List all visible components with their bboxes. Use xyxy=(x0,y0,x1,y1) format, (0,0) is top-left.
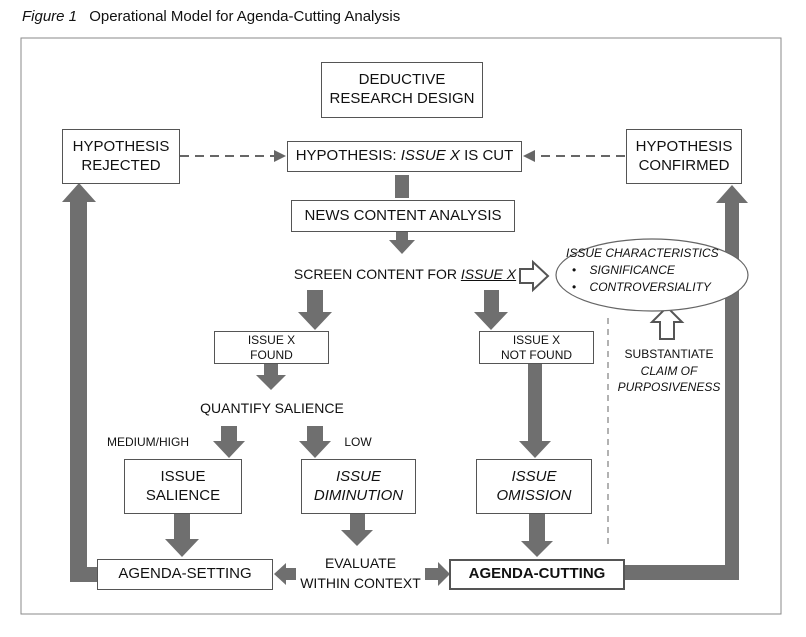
issue-omission-box: ISSUE OMISSION xyxy=(476,459,592,514)
hypothesis-rejected-box: HYPOTHESIS REJECTED xyxy=(62,129,180,184)
not-found-line-2: NOT FOUND xyxy=(500,347,573,362)
agenda-setting-text: AGENDA-SETTING xyxy=(118,565,252,583)
hyp-rejected-line-1: HYPOTHESIS xyxy=(72,137,170,155)
arrow-agendasetting-to-rejected xyxy=(62,183,97,582)
low-label: LOW xyxy=(340,433,376,451)
screen-prefix: SCREEN CONTENT FOR xyxy=(293,266,461,283)
issue-not-found-box: ISSUE X NOT FOUND xyxy=(479,331,594,364)
news-content-label: NEWS CONTENT ANALYSIS xyxy=(304,206,502,224)
issue-diminution-box: ISSUE DIMINUTION xyxy=(301,459,416,514)
quantify-salience-label: QUANTIFY SALIENCE xyxy=(190,398,354,420)
arrow-screen-to-found xyxy=(298,290,332,330)
hypothesis-box: HYPOTHESIS: ISSUE X IS CUT xyxy=(287,141,522,172)
characteristics-item-controversiality: • CONTROVERSIALITY xyxy=(572,280,711,294)
figure-title: Operational Model for Agenda-Cutting Ana… xyxy=(89,8,401,25)
deductive-line-1: DEDUCTIVE xyxy=(358,71,446,89)
hypothesis-suffix: IS CUT xyxy=(459,147,514,165)
substantiate-line-1: SUBSTANTIATE xyxy=(624,346,714,361)
diminution-line-1: ISSUE xyxy=(335,467,381,485)
deductive-research-design-box: DEDUCTIVE RESEARCH DESIGN xyxy=(321,62,483,118)
hypothesis-prefix: HYPOTHESIS: xyxy=(295,147,401,165)
low-text: LOW xyxy=(344,434,372,449)
arrow-screen-to-notfound xyxy=(474,290,508,330)
issue-found-box: ISSUE X FOUND xyxy=(214,331,329,364)
arrow-hypothesis-to-news xyxy=(395,175,409,198)
hyp-rejected-line-2: REJECTED xyxy=(81,156,161,174)
arrow-evaluate-to-agendacutting xyxy=(425,562,450,586)
hypothesis-issue: ISSUE X xyxy=(400,147,460,165)
medium-high-label: MEDIUM/HIGH xyxy=(96,433,200,451)
arrow-omission-to-agendacutting xyxy=(521,514,553,557)
agenda-cutting-text: AGENDA-CUTTING xyxy=(468,565,606,583)
medium-high-text: MEDIUM/HIGH xyxy=(107,434,189,449)
substantiate-line-2: CLAIM OF xyxy=(640,363,698,378)
deductive-line-2: RESEARCH DESIGN xyxy=(329,90,475,107)
hollow-arrow-screen-to-characteristics xyxy=(519,259,550,293)
characteristics-item-controversiality-text: CONTROVERSIALITY xyxy=(589,280,711,294)
arrow-quantify-to-diminution xyxy=(299,426,331,458)
salience-line-2: SALIENCE xyxy=(145,486,221,504)
arrow-news-to-screen xyxy=(389,232,415,254)
outer-frame xyxy=(20,37,782,615)
arrow-found-to-quantify xyxy=(256,364,286,390)
arrow-diminution-to-evaluate xyxy=(341,514,373,546)
agenda-setting-box: AGENDA-SETTING xyxy=(97,559,273,590)
characteristics-ellipse xyxy=(555,238,749,312)
hyp-confirmed-line-2: CONFIRMED xyxy=(638,156,730,174)
characteristics-item-significance-text: SIGNIFICANCE xyxy=(589,263,675,277)
omission-line-1: ISSUE xyxy=(511,467,557,485)
diminution-line-2: DIMINUTION xyxy=(313,486,404,504)
issue-salience-box: ISSUE SALIENCE xyxy=(124,459,242,514)
hypothesis-confirmed-box: HYPOTHESIS CONFIRMED xyxy=(626,129,742,184)
characteristics-title: ISSUE CHARACTERISTICS xyxy=(566,246,719,260)
hollow-arrow-substantiate-to-characteristics xyxy=(649,305,685,340)
agenda-cutting-box: AGENDA-CUTTING xyxy=(449,559,625,590)
omission-line-2: OMISSION xyxy=(496,486,572,504)
salience-line-1: ISSUE xyxy=(160,467,206,485)
figure-caption: Figure 1 Operational Model for Agenda-Cu… xyxy=(22,8,400,25)
evaluate-line-2: WITHIN CONTEXT xyxy=(300,575,421,591)
issue-characteristics: ISSUE CHARACTERISTICS • SIGNIFICANCE • C… xyxy=(566,246,742,304)
dashed-arrow-confirmed-to-hypothesis xyxy=(523,150,625,162)
not-found-line-1: ISSUE X xyxy=(512,333,561,348)
arrow-evaluate-to-agendasetting xyxy=(274,563,296,585)
found-line-2: FOUND xyxy=(250,347,293,362)
arrow-agendacutting-to-confirmed xyxy=(625,185,748,580)
hyp-confirmed-line-1: HYPOTHESIS xyxy=(635,137,733,155)
figure-label: Figure 1 xyxy=(22,8,78,25)
screen-content-label: SCREEN CONTENT FOR ISSUE X xyxy=(292,264,518,286)
quantify-text: QUANTIFY SALIENCE xyxy=(200,400,344,417)
screen-issue: ISSUE X xyxy=(460,266,517,283)
characteristics-item-significance: • SIGNIFICANCE xyxy=(572,263,675,277)
evaluate-within-context-label: EVALUATE WITHIN CONTEXT xyxy=(296,553,425,595)
arrow-salience-to-agendasetting xyxy=(165,514,199,557)
arrow-notfound-to-omission xyxy=(519,364,551,458)
evaluate-line-1: EVALUATE xyxy=(324,555,397,572)
substantiate-line-3: PURPOSIVENESS xyxy=(617,380,721,395)
dashed-arrow-rejected-to-hypothesis xyxy=(180,150,286,162)
arrow-quantify-to-salience xyxy=(213,426,245,458)
substantiate-claim-label: SUBSTANTIATE CLAIM OF PURPOSIVENESS xyxy=(612,345,726,397)
found-line-1: ISSUE X xyxy=(247,333,296,348)
news-content-analysis-box: NEWS CONTENT ANALYSIS xyxy=(291,200,515,232)
